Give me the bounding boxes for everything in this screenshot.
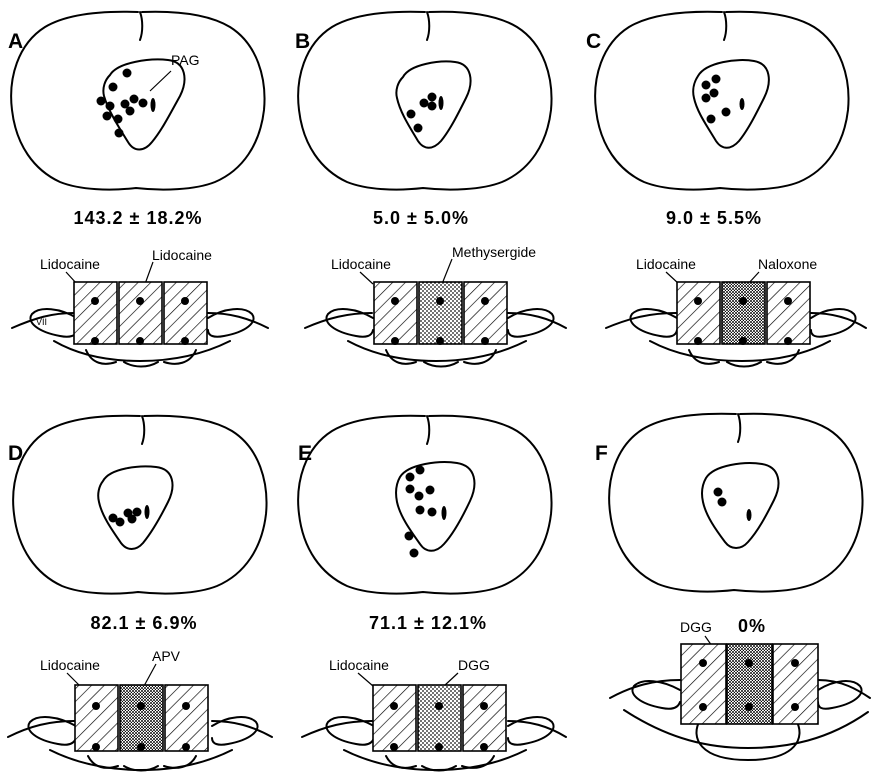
infusion-columns	[74, 282, 207, 345]
infusion-columns	[75, 685, 208, 751]
drug-label-center: Methysergide	[452, 244, 536, 260]
drug-label-left: Lidocaine	[40, 256, 100, 272]
infusion-column-dgg	[418, 685, 461, 751]
infusion-column-lidocaine	[74, 282, 117, 344]
infusion-column-lidocaine	[773, 644, 818, 724]
infusion-column-lidocaine	[164, 282, 207, 344]
brain-section-outline	[609, 414, 862, 592]
infusion-columns	[677, 282, 810, 345]
drug-label-center: Naloxone	[758, 256, 817, 272]
leader-line	[360, 272, 373, 284]
pag-label: PAG	[171, 52, 200, 68]
lesion-dots	[702, 75, 745, 124]
leader-line	[444, 673, 458, 686]
pyramid-outline	[386, 756, 494, 771]
brain-section-outline	[298, 416, 551, 594]
pag-outline	[702, 463, 778, 548]
drug-label-center: Lidocaine	[152, 247, 212, 263]
percent-change: 71.1 ± 12.1%	[369, 613, 487, 633]
infusion-column-lidocaine	[464, 282, 507, 344]
drug-label-left: Lidocaine	[636, 256, 696, 272]
panel-a: A PAG 143.2 ± 18.2% Lidocaine Lidocaine …	[8, 12, 268, 367]
infusion-column-lidocaine	[75, 685, 118, 751]
infusion-column-naloxone	[722, 282, 765, 344]
drug-label-center: DGG	[458, 657, 490, 673]
infusion-column-lidocaine	[463, 685, 506, 751]
percent-change: 143.2 ± 18.2%	[74, 208, 203, 228]
drug-label-left: Lidocaine	[329, 657, 389, 673]
leader-line	[144, 664, 156, 686]
infusion-columns	[373, 685, 506, 751]
percent-change: 5.0 ± 5.0%	[373, 208, 469, 228]
infusion-column-dgg	[727, 644, 772, 724]
percent-change: 9.0 ± 5.5%	[666, 208, 762, 228]
nerve-label: VII	[36, 317, 47, 327]
infusion-columns	[374, 282, 507, 345]
leader-line	[442, 259, 452, 284]
panel-letter: F	[595, 442, 608, 465]
leader-line	[145, 262, 153, 284]
infusion-column-lidocaine	[767, 282, 810, 344]
infusion-columns	[681, 644, 818, 724]
pag-leader-line	[150, 71, 171, 91]
lesion-dots	[407, 93, 444, 133]
pag-outline	[693, 60, 769, 148]
brain-section-outline	[595, 12, 848, 190]
lesion-dots	[109, 505, 150, 527]
pag-outline	[98, 466, 172, 549]
panel-letter: A	[8, 30, 23, 53]
drug-label-left: Lidocaine	[40, 657, 100, 673]
panel-f: F DGG 0%	[595, 414, 870, 760]
infusion-column-lidocaine	[677, 282, 720, 344]
percent-change: 0%	[738, 616, 766, 636]
panel-d: D 82.1 ± 6.9% Lidocaine APV	[8, 416, 272, 771]
infusion-column-lidocaine	[681, 644, 726, 724]
infusion-column-lidocaine	[373, 685, 416, 751]
infusion-column-lidocaine	[165, 685, 208, 751]
lesion-dots	[714, 488, 752, 522]
panel-c: C 9.0 ± 5.5% Lidocaine Naloxone	[586, 12, 866, 367]
panel-letter: B	[295, 30, 310, 53]
drug-label-center: DGG	[680, 619, 712, 635]
infusion-column-apv	[120, 685, 163, 751]
leader-line	[67, 673, 80, 686]
drug-label-center: APV	[152, 648, 181, 664]
panel-e: E 71.1 ± 12.1% Lidocaine DGG	[298, 416, 566, 771]
infusion-column-lidocaine	[119, 282, 162, 344]
percent-change: 82.1 ± 6.9%	[91, 613, 198, 633]
infusion-column-methysergide	[419, 282, 462, 344]
brain-section-outline	[13, 416, 266, 594]
drug-label-left: Lidocaine	[331, 256, 391, 272]
panel-letter: C	[586, 30, 601, 53]
panel-b: B 5.0 ± 5.0% Lidocaine Methysergide	[295, 12, 566, 367]
leader-line	[358, 673, 373, 686]
lesion-dots	[405, 466, 447, 558]
pyramid-outline	[88, 756, 196, 771]
infusion-column-lidocaine	[374, 282, 417, 344]
